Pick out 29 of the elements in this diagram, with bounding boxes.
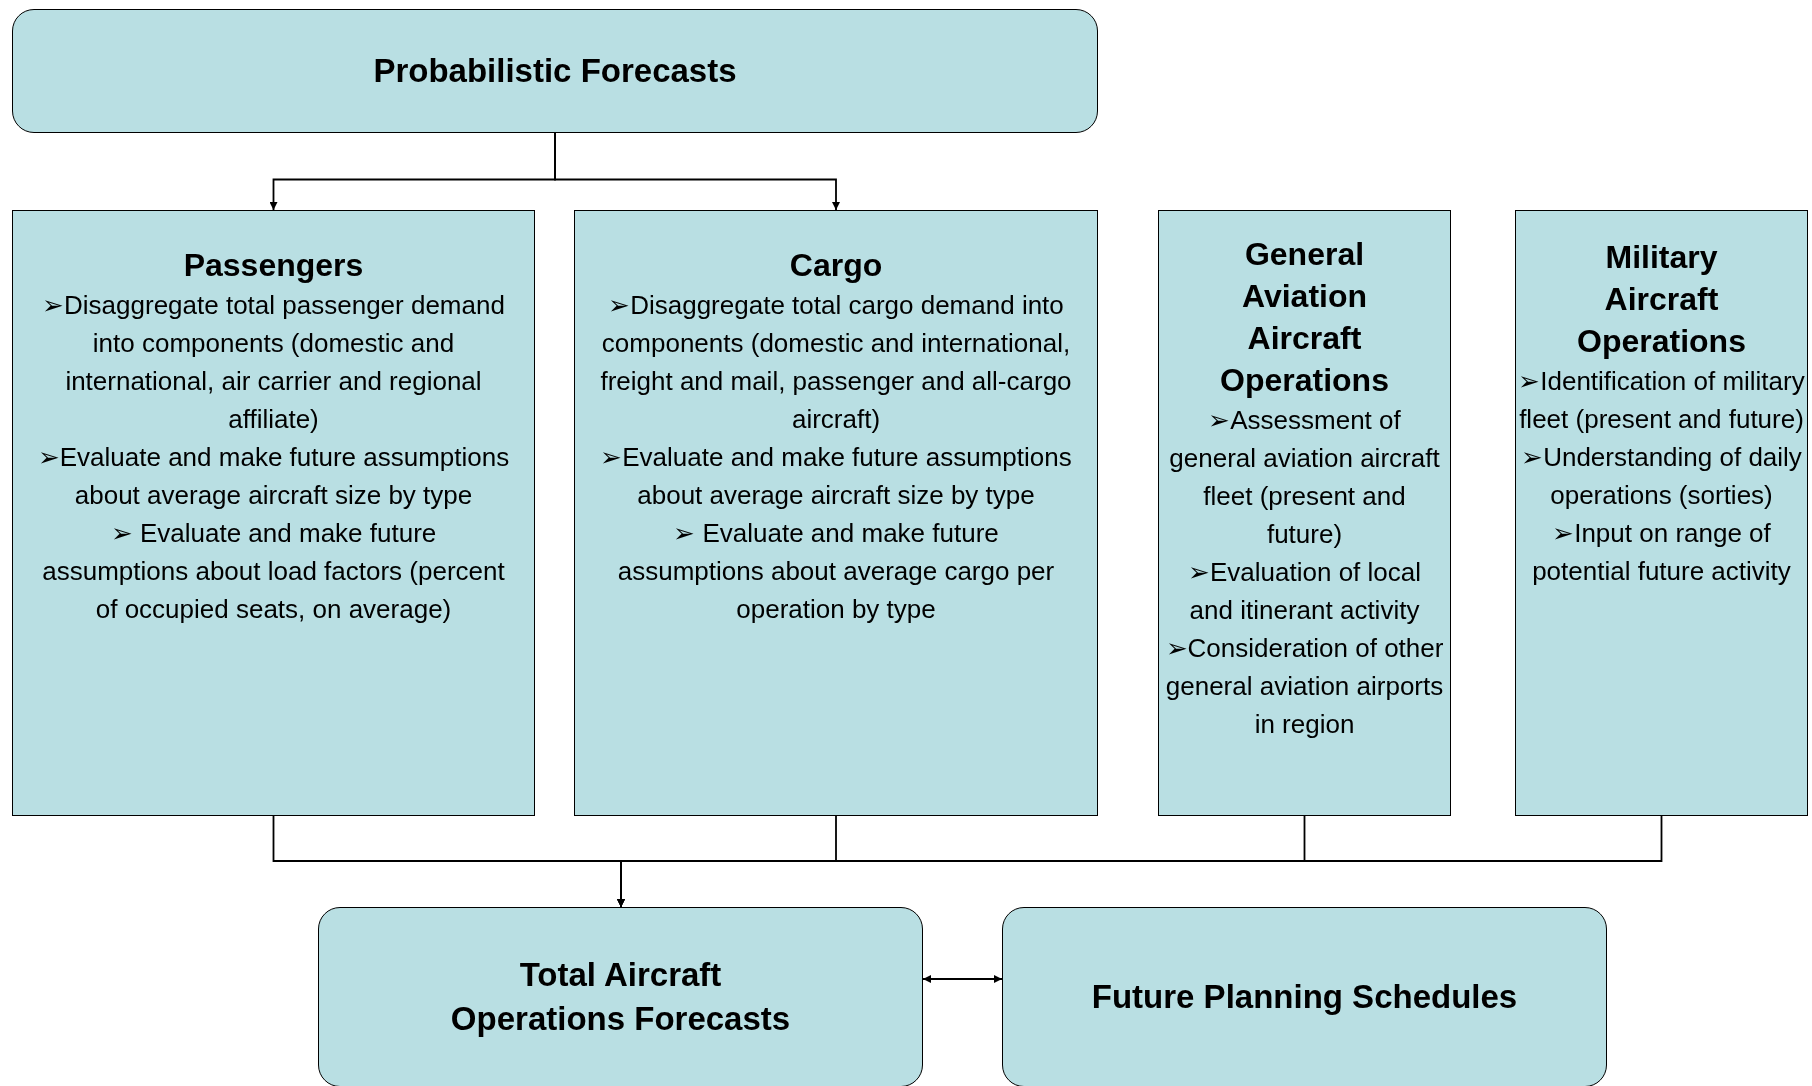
box-heading: General Aviation Aircraft Operations [1219, 235, 1390, 400]
bullet-text: ➢Disaggregate total cargo demand into components (domestic and international, freight and mail, passenger and all-cargo aircraft) [599, 289, 1073, 436]
bullet-text: ➢Input on range of potential future activity [1531, 517, 1792, 588]
box-heading: Probabilistic Forecasts [373, 51, 737, 91]
box-heading: Passengers [183, 246, 364, 285]
bullet-text: ➢Evaluation of local and itinerant activity [1187, 556, 1422, 627]
process-box [1515, 210, 1808, 816]
process-box [574, 210, 1098, 816]
box-heading: Cargo [789, 246, 883, 285]
bullet-text: ➢ Evaluate and make future assumptions about load factors (percent of occupied seats, on average) [41, 517, 506, 626]
bullet-text: ➢Identification of military fleet (present and future) [1518, 365, 1805, 436]
bullet-text: ➢Consideration of other general aviation airports in region [1164, 632, 1445, 741]
bullet-text: ➢Assessment of general aviation aircraft fleet (present and future) [1168, 404, 1441, 551]
arrow [554, 132, 840, 211]
bullet-text: ➢Disaggregate total passenger demand into components (domestic and international, air carrier and regional affiliate) [41, 289, 506, 436]
rounded-process-box [318, 907, 923, 1086]
bullet-text: ➢Evaluate and make future assumptions about average aircraft size by type [599, 441, 1073, 512]
rounded-process-box [12, 9, 1098, 133]
process-box [12, 210, 535, 816]
bullet-text: ➢Understanding of daily operations (sorties) [1520, 441, 1803, 512]
bullet-text: ➢ Evaluate and make future assumptions about average cargo per operation by type [616, 517, 1056, 626]
arrow [617, 815, 1663, 908]
rounded-process-box [1002, 907, 1607, 1086]
box-heading: Total Aircraft Operations Forecasts [449, 955, 792, 1039]
box-heading: Future Planning Schedules [1091, 977, 1518, 1017]
box-heading: Military Aircraft Operations [1576, 238, 1747, 361]
arrow [922, 975, 1003, 983]
process-box [1158, 210, 1451, 816]
bullet-text: ➢Evaluate and make future assumptions about average aircraft size by type [37, 441, 510, 512]
